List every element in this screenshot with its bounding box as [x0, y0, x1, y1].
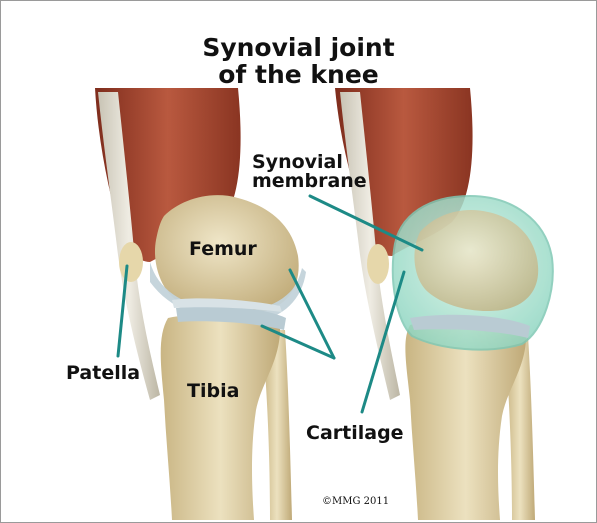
label-femur: Femur [189, 238, 257, 260]
cartilage-leader-line-1 [290, 270, 334, 358]
label-tibia: Tibia [187, 380, 239, 402]
right-patella-bone [367, 244, 389, 284]
right-knee [335, 88, 553, 520]
right-tibia [405, 320, 526, 520]
label-cartilage: Cartilage [306, 422, 404, 444]
title-line-2: of the knee [0, 61, 597, 88]
copyright-credit: ©MMG 2011 [322, 496, 389, 507]
label-synovial-line-2: membrane [252, 170, 367, 192]
left-tibia [161, 314, 280, 520]
label-patella: Patella [66, 362, 140, 384]
left-patella-bone [119, 242, 143, 282]
title-line-1: Synovial joint [0, 34, 597, 61]
